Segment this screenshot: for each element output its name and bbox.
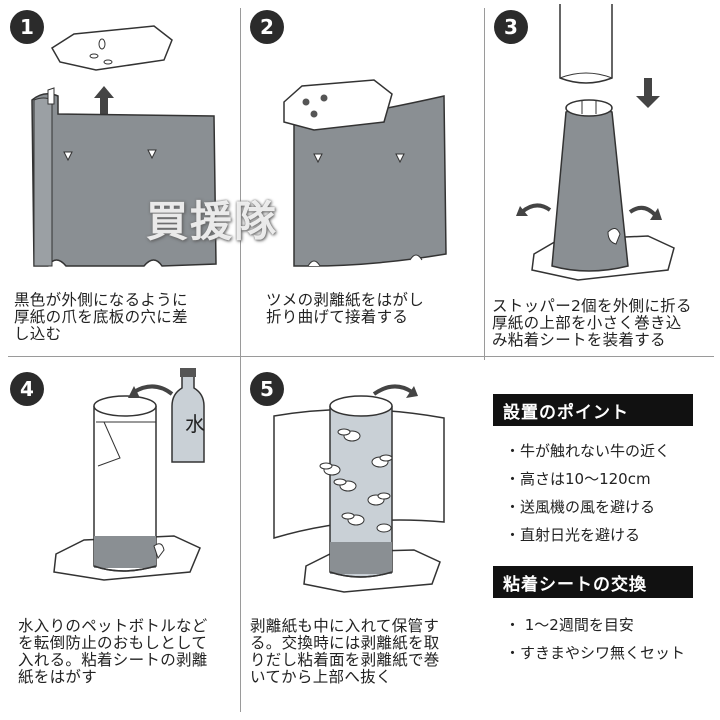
fly-icons: [319, 428, 393, 533]
left-curve-arrow-icon: [520, 203, 552, 214]
step-1-illustration: [31, 25, 217, 267]
right-curve-arrow-icon: [628, 205, 658, 218]
step-3-caption: ストッパー2個を外側に折る 厚紙の上部を小さく巻き込 み粘着シートを装着する: [492, 297, 692, 349]
step-3-panel: 3 ストッパー2個を外側に折る 厚紙の上部を小さく巻き込 み粘着シートを装着する: [488, 4, 720, 352]
step-3-illustration: [516, 4, 675, 281]
step-5-panel: 5 剥離紙も中に入れて保管す る。交換時には剥離紙を取 りだし粘着面を剥離紙で巻…: [244, 366, 478, 714]
divider-horizontal: [8, 356, 714, 357]
remove-arrow-icon: [372, 384, 414, 396]
step-1-caption: 黒色が外側になるように 厚紙の爪を底板の穴に差 し込む: [14, 291, 188, 343]
step-4-caption: 水入りのペットボトルなど を転倒防止のおもしとして 入れる。粘着シートの剥離 紙…: [18, 617, 208, 686]
step-1-badge: 1: [10, 10, 44, 44]
up-arrow-icon: [94, 86, 114, 126]
step-3-badge: 3: [494, 10, 528, 44]
placement-tip: ・高さは10〜120cm: [505, 470, 651, 488]
upper-tube: [559, 4, 613, 84]
step-4-badge: 4: [10, 372, 44, 406]
replacement-heading: 粘着シートの交換: [493, 566, 693, 598]
replacement-tip: ・ 1〜2週間を目安: [505, 616, 634, 634]
down-arrow-icon: [636, 78, 660, 108]
divider-vertical-1: [240, 8, 241, 712]
step-2-panel: 2 買援隊 ツメの剥離紙をはがし 折り曲げて接着する: [146, 4, 478, 352]
water-bottle: [171, 375, 205, 463]
step-2-illustration: [283, 79, 447, 267]
step-2-badge: 2: [250, 10, 284, 44]
step-2-caption: ツメの剥離紙をはがし 折り曲げて接着する: [266, 291, 425, 326]
base-plate: [50, 25, 173, 71]
step-4-illustration: [53, 368, 205, 581]
placement-tip: ・送風機の風を避ける: [505, 498, 656, 516]
step-4-panel: 4 水 水入りのペットボトルなど を転倒防止のおもしとして 入れる。粘着シートの…: [4, 366, 238, 714]
step-5-illustration: [273, 384, 445, 593]
bottle-label: 水: [185, 412, 205, 436]
step-5-caption: 剥離紙も中に入れて保管す る。交換時には剥離紙を取 りだし粘着面を剥離紙で巻 い…: [250, 617, 440, 686]
watermark-text: 買援隊: [146, 197, 279, 246]
step-5-badge: 5: [250, 372, 284, 406]
step-1-panel: 1 黒色が外側になるように 厚紙の爪を底板の穴に差 し込む: [4, 4, 238, 352]
replacement-tip: ・すきまやシワ無くセット: [505, 644, 686, 662]
placement-heading: 設置のポイント: [493, 394, 693, 426]
base-plate: [283, 79, 393, 131]
divider-vertical-2: [484, 8, 485, 360]
rolled-sheet: [551, 106, 629, 272]
insert-arrow-icon: [132, 384, 174, 396]
placement-tip: ・牛が触れない牛の近く: [505, 442, 671, 460]
placement-tip: ・直射日光を避ける: [505, 526, 641, 544]
